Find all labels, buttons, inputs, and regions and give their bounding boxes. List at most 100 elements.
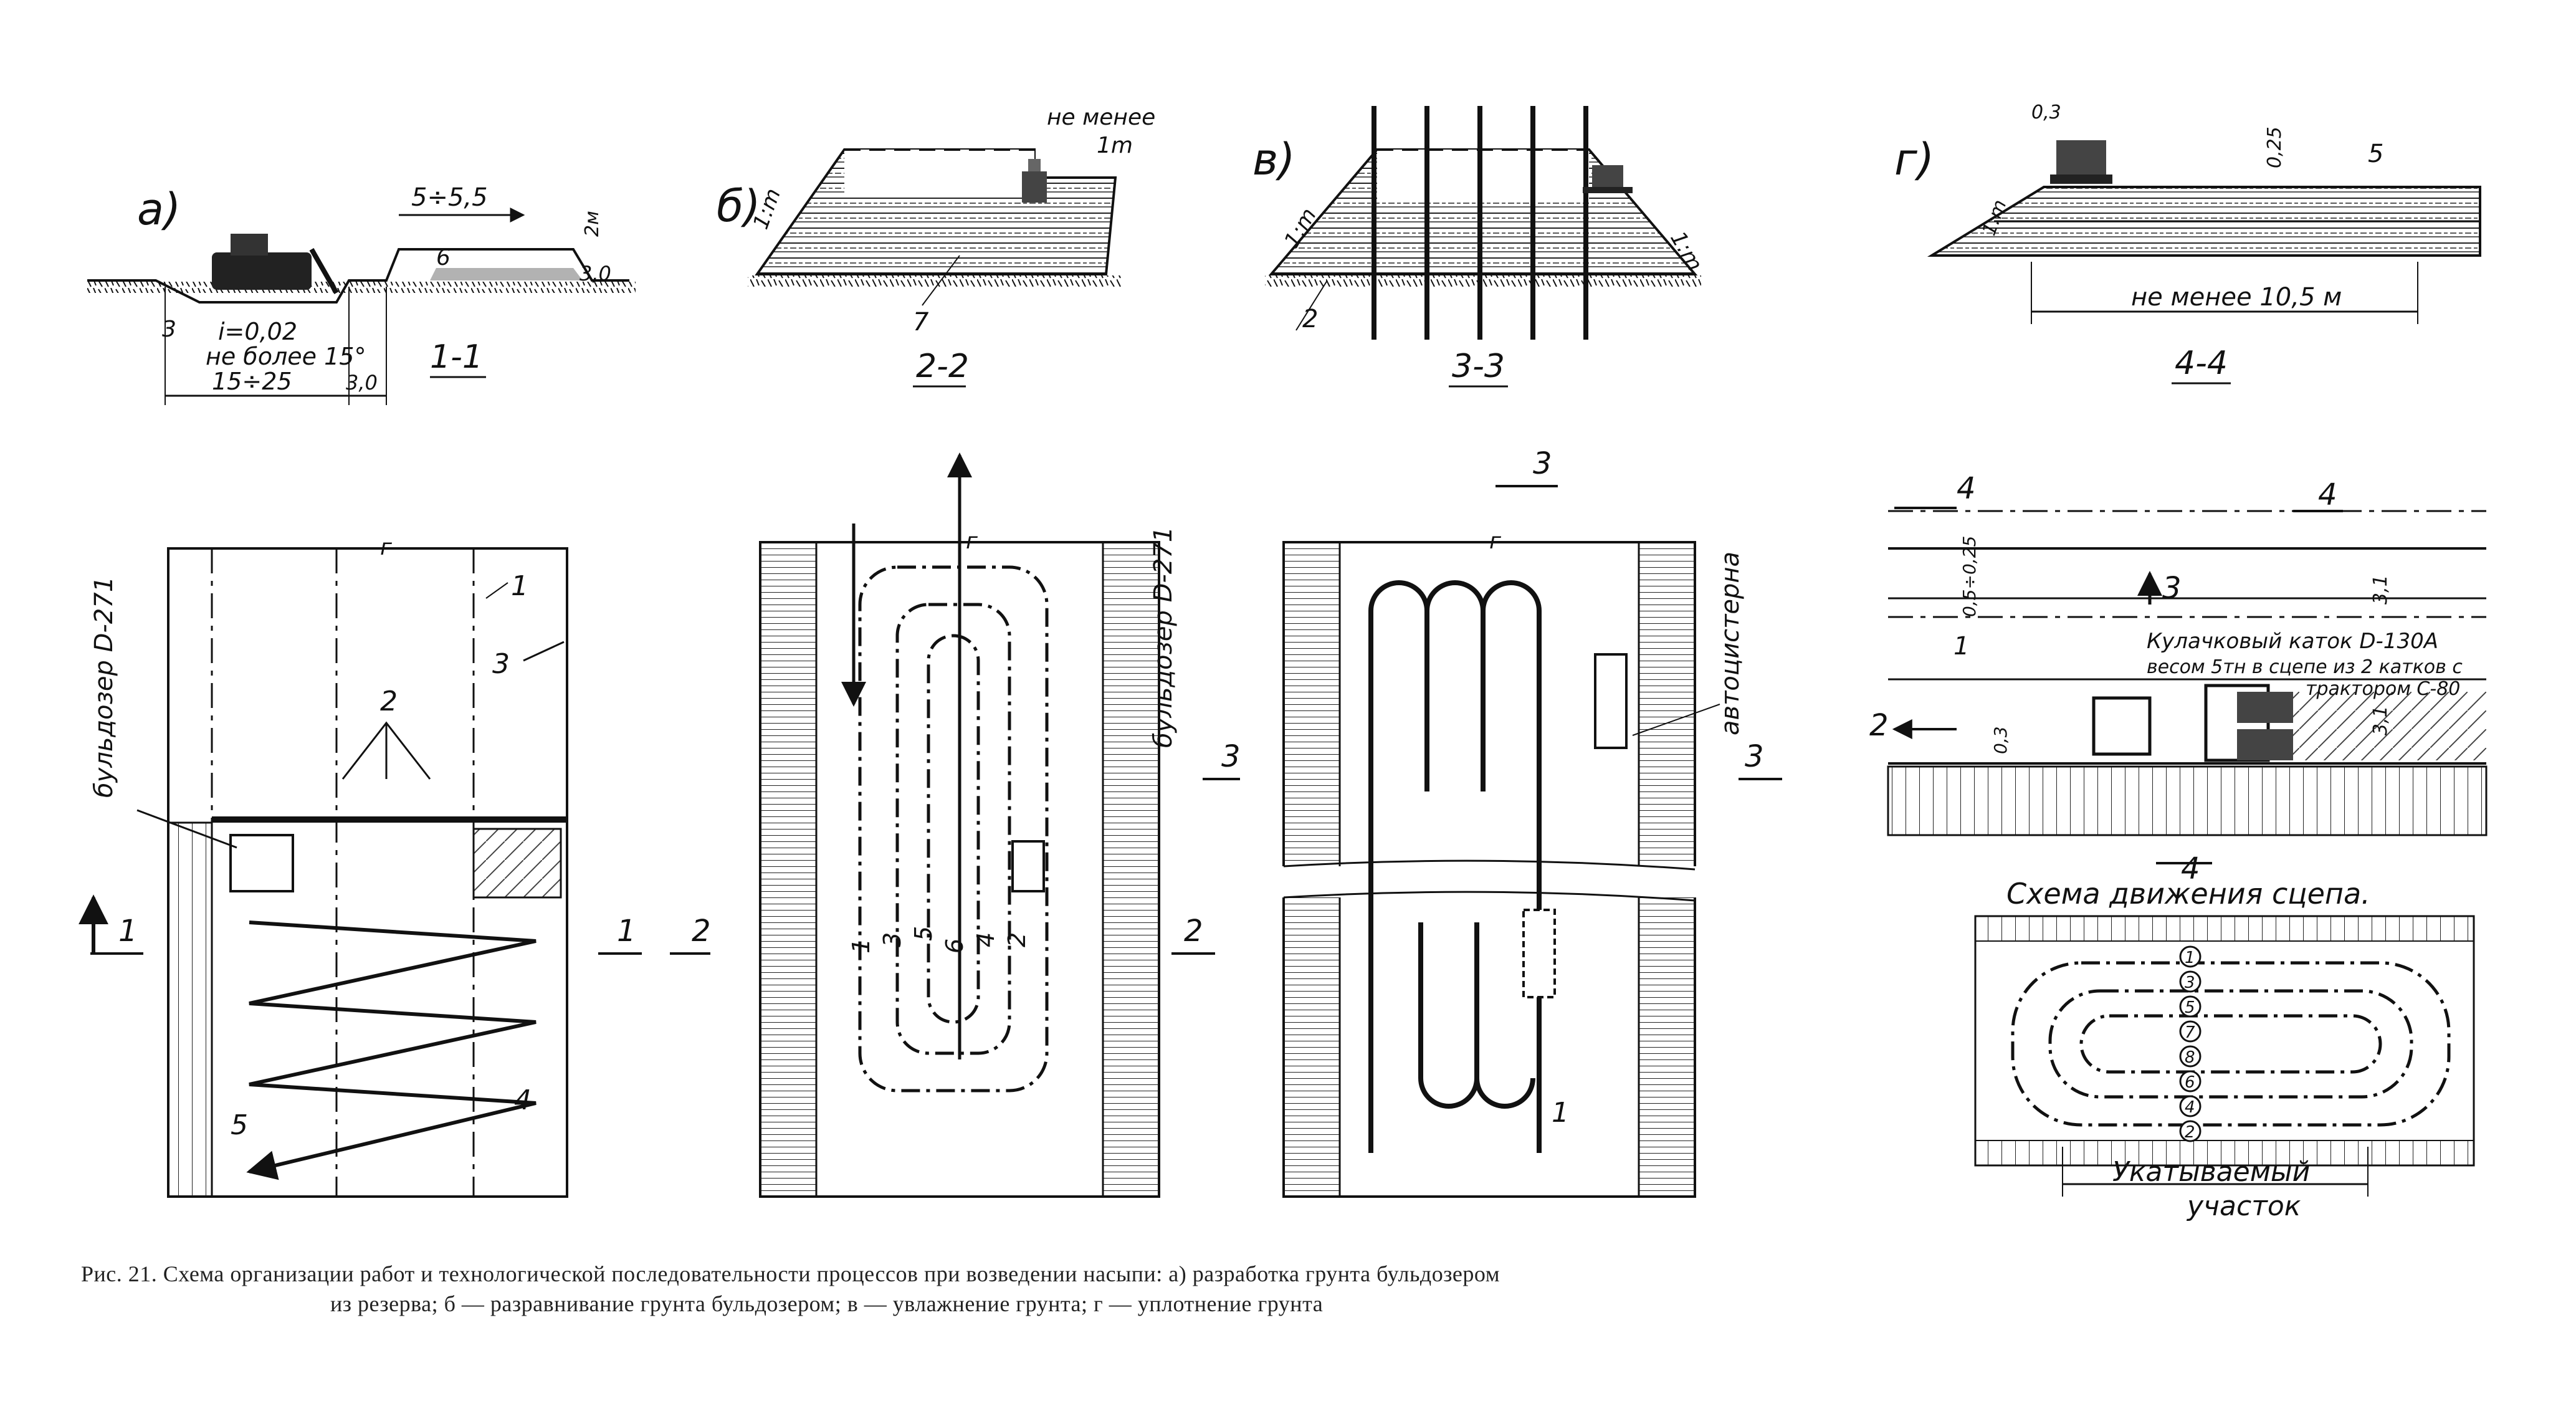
panel-d-letter: г) — [1894, 134, 1934, 185]
scheme-pass-7: 7 — [2185, 1023, 2195, 1042]
moisture-lines — [1371, 106, 1588, 340]
water-truck-icon — [1522, 909, 1556, 998]
dim-bottom-a: 15÷25 — [212, 368, 292, 395]
plan-a-num-1: 1 — [511, 570, 528, 602]
panel-b-section: б) 1:m не менее 1m 7 2-2 — [717, 105, 1155, 388]
figure-caption: Рис. 21. Схема организации работ и техно… — [81, 1259, 1763, 1319]
roller-icon — [2050, 140, 2112, 184]
section-label-2-2: 2-2 — [916, 348, 969, 385]
dim-top-a: 5÷5,5 — [411, 183, 488, 212]
scheme-pass-2: 2 — [2185, 1123, 2195, 1142]
pass-label-3: 3 — [879, 932, 906, 947]
plan-a-num-3: 3 — [492, 648, 510, 680]
slope-i-a: i=0,02 — [218, 318, 297, 345]
plan-a-cut-right-2: 2 — [692, 914, 711, 949]
scheme-title: Схема движения сцепа. — [2006, 877, 2370, 911]
plan-b-bulldozer: бульдозер D-271 — [1149, 527, 1178, 748]
dim-025-d: 0,25 — [2264, 127, 2286, 168]
slope-note-a: не более 15° — [206, 343, 366, 370]
roller-caption-2: весом 5тн в сцепе из 2 катков с — [2147, 656, 2463, 678]
note-min-b: не менее — [1047, 105, 1155, 130]
embankment-layer — [430, 268, 583, 280]
pass-label-6: 6 — [941, 939, 968, 954]
label-3-a: 3 — [162, 317, 176, 342]
plan-a-bulldozer: бульдозер D-271 — [90, 576, 118, 798]
label-2-c: 2 — [1302, 305, 1318, 333]
bulldozer-icon — [212, 234, 339, 294]
plan-a-cut-right-1: 1 — [617, 914, 636, 949]
zigzag-path — [246, 920, 537, 1180]
rolled-area-1: Укатываемый — [2112, 1156, 2310, 1188]
plan-d-cut-top-left: 4 — [1957, 471, 1976, 506]
plan-c-cut-right: 3 — [1745, 739, 1764, 774]
water-truck-icon — [1583, 165, 1633, 193]
scheme-pass-4: 4 — [2185, 1098, 2195, 1117]
label-5-d: 5 — [2368, 140, 2383, 168]
scheme-pass-5: 5 — [2185, 998, 2195, 1017]
scheme-pass-3: 3 — [2185, 973, 2195, 992]
plan-c-top-cut: 3 — [1533, 446, 1552, 481]
plan-b-break: г — [966, 528, 978, 554]
plan-c-label-1: 1 — [1552, 1097, 1569, 1129]
caption-line-1: Рис. 21. Схема организации работ и техно… — [81, 1261, 1500, 1286]
spiral-path — [858, 565, 1049, 1093]
plan-b-cut-right: 3 — [1221, 739, 1241, 774]
label-7-b: 7 — [913, 308, 929, 337]
bulldozer-icon — [1022, 159, 1047, 203]
pass-markers: 1 3 5 7 8 6 4 2 — [2179, 945, 2202, 1142]
plan-d-cut-2: 2 — [1869, 708, 1889, 743]
bulldozer-icon — [1011, 840, 1045, 892]
note-val-b: 1m — [1097, 133, 1133, 158]
ground-hatch-c — [1265, 275, 1701, 287]
plan-a-break: г — [380, 535, 393, 560]
plan-d: 4 4 4 3 2 0,5÷0,25 3,1 3,1 0,3 1 Кулачко… — [1869, 471, 2488, 1222]
roller-caption-3: трактором С-80 — [2306, 678, 2460, 700]
dim-03-d: 0,3 — [2031, 102, 2061, 123]
plan-d-cut-bottom: 4 — [2181, 851, 2200, 886]
dim-height-a: 2м — [581, 211, 603, 237]
plan-c-break: г — [1489, 528, 1502, 554]
section-label-4-4: 4-4 — [2175, 345, 2228, 382]
plan-b-cut-left: 2 — [1184, 914, 1203, 949]
caption-line-2: из резерва; б — разравнивание грунта бул… — [330, 1291, 1324, 1316]
ground-hatch-b — [748, 275, 1122, 287]
dim-30-a: 3,0 — [580, 262, 611, 285]
roller-train-icon — [2092, 684, 2293, 762]
panel-b-letter: б) — [717, 181, 760, 232]
scheme-pass-6: 6 — [2185, 1073, 2195, 1092]
ground-hatch — [87, 282, 636, 293]
plan-a-cut-left: 1 — [118, 914, 138, 949]
plan-d-cut-top-right: 4 — [2318, 477, 2337, 512]
scheme-pass-1: 1 — [2185, 949, 2195, 967]
label-6-a: 6 — [436, 245, 451, 270]
dim-bottom-d: не менее 10,5 м — [2131, 283, 2342, 312]
plan-d-dim-0525: 0,5÷0,25 — [1959, 536, 1980, 617]
water-truck-icon — [1594, 653, 1628, 749]
rolled-area-2: участок — [2186, 1190, 2301, 1222]
dim-right-a: 3,0 — [346, 371, 378, 394]
plan-a-num-5: 5 — [231, 1109, 248, 1141]
pass-label-5: 5 — [910, 926, 937, 941]
plan-d-cut-3: 3 — [2162, 571, 2182, 606]
serpentine-path — [1368, 580, 1542, 1153]
plan-c-vehicle: автоцистерна — [1716, 552, 1745, 735]
section-label-1-1: 1-1 — [430, 338, 483, 376]
plan-c: 3 автоцистерна 3 1 г — [1277, 446, 1782, 1198]
panel-a-section: а) 5÷5,5 2м 3,0 6 3 i=0,02 не более 15° … — [87, 183, 636, 405]
panel-c-section: в) 1:m 1:m 2 3-3 — [1252, 106, 1707, 388]
panel-c-letter: в) — [1252, 134, 1295, 185]
pass-label-2: 2 — [1003, 932, 1031, 947]
plan-d-dim-31a: 3,1 — [2370, 575, 2392, 605]
scheme-pass-8: 8 — [2185, 1048, 2195, 1067]
plan-b: бульдозер D-271 1 3 5 6 4 2 3 2 г — [759, 452, 1241, 1198]
scheme-loops — [2011, 961, 2451, 1127]
pass-label-1: 1 — [847, 939, 875, 954]
plan-a: бульдозер D-271 1 2 3 4 5 1 1 2 г — [79, 535, 711, 1198]
plan-d-label-1: 1 — [1953, 632, 1969, 661]
plan-d-dim-31b: 3,1 — [2370, 705, 2392, 735]
plan-a-num-4: 4 — [514, 1084, 532, 1116]
panel-d-section: г) 0,3 0,25 5 1:m не менее 10,5 м 4-4 — [1894, 102, 2481, 385]
plan-d-dim-03b: 0,3 — [1990, 726, 2011, 754]
